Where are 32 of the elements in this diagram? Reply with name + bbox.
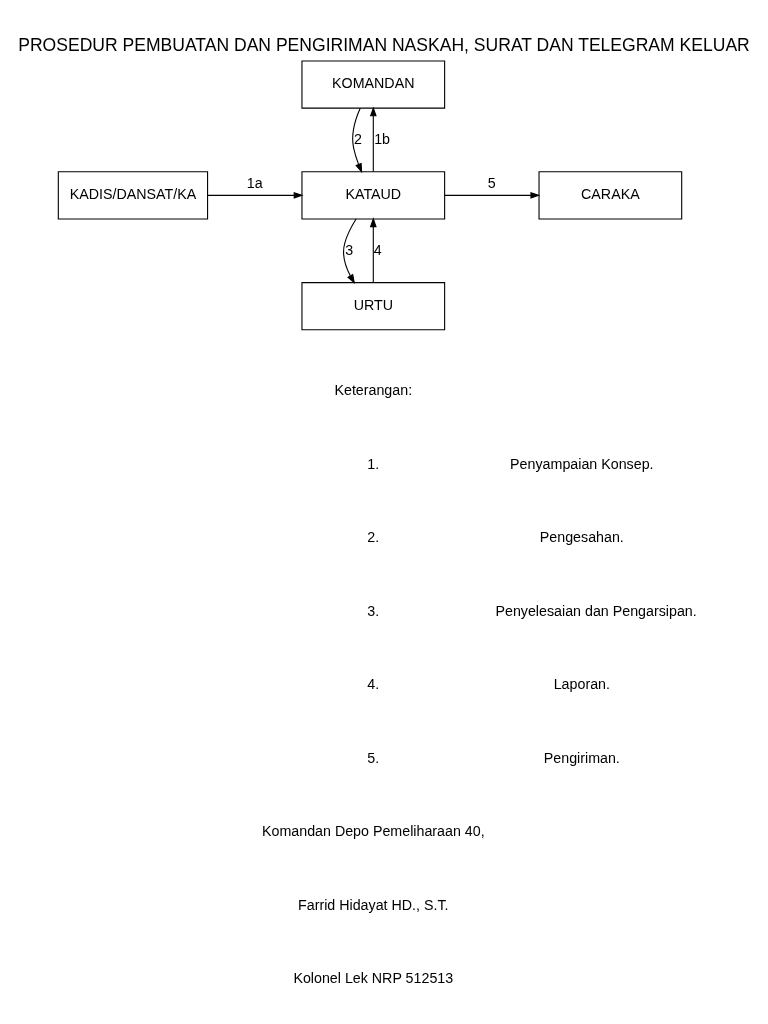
label: Pengiriman. [543, 749, 620, 766]
edge-label: 1b [374, 130, 391, 147]
arrow [444, 191, 541, 199]
label: 1. [367, 455, 380, 472]
arrow [343, 218, 357, 284]
edge-label: 4 [373, 241, 382, 258]
label: Farrid Hidayat HD., S.T. [298, 896, 449, 913]
arrow [369, 217, 377, 283]
label: Penyelesaian dan Pengarsipan. [495, 602, 697, 619]
label: Komandan Depo Pemeliharaan 40, [261, 823, 485, 840]
arrow [352, 107, 363, 174]
diagram-title: PROSEDUR PEMBUATAN DAN PENGIRIMAN NASKAH, SURAT DAN TELEGRAM KELUAR [18, 34, 750, 55]
label: 3. [367, 602, 380, 619]
node-box: KOMANDAN [301, 60, 446, 109]
edge-label: 2 [353, 130, 362, 147]
arrow [369, 106, 377, 172]
label: Pengesahan. [539, 529, 624, 546]
node-box: CARAKA [538, 171, 683, 220]
label: 2. [367, 529, 380, 546]
edge-label: 3 [345, 241, 354, 258]
node-box: URTU [301, 282, 446, 331]
edge-label: 5 [487, 175, 496, 192]
edge-label: 1a [246, 175, 263, 192]
label: Laporan. [553, 676, 610, 693]
label: Keterangan: [334, 382, 413, 399]
node-box: KADIS/DANSAT/KA [57, 171, 209, 220]
label: Kolonel Lek NRP 512513 [293, 970, 454, 987]
label: Penyampaian Konsep. [510, 455, 654, 472]
node-box: KATAUD [301, 171, 446, 220]
arrow [207, 191, 304, 199]
label: 4. [367, 676, 380, 693]
label: 5. [367, 749, 380, 766]
